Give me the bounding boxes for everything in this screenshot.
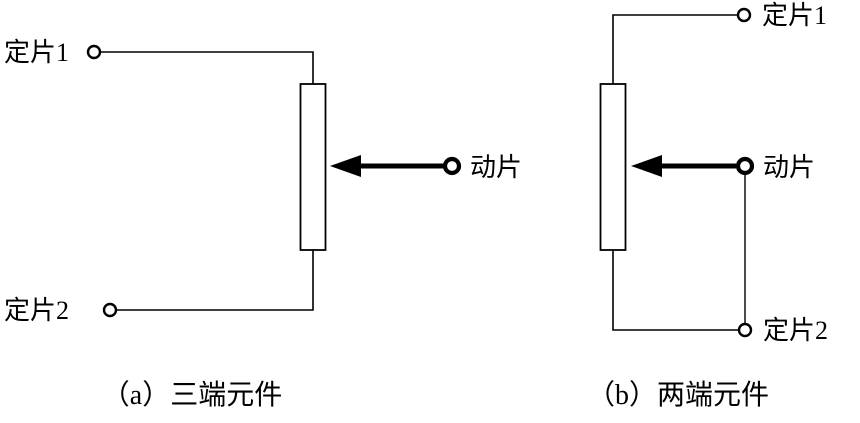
wiper-arrow-head-a: [330, 155, 361, 177]
wire-bottom-a: [116, 250, 314, 311]
caption-b: （b）两端元件: [587, 379, 769, 411]
label-wiper-b: 动片: [763, 153, 815, 182]
label-wiper-a: 动片: [470, 153, 522, 182]
label-fixed2-b: 定片2: [763, 316, 828, 345]
wire-top-a: [100, 51, 314, 84]
terminal-circle-wiper-b: [735, 156, 755, 176]
caption-a: （a）三端元件: [102, 379, 282, 411]
diagram-b: 定片1 动片 定片2 （b）两端元件: [587, 1, 828, 411]
wiper-arrow-head-b: [631, 155, 662, 177]
terminal-circle-fixed2-a: [102, 302, 118, 318]
diagram-a: 定片1 动片 定片2 （a）三端元件: [4, 38, 522, 411]
label-fixed1-b: 定片1: [762, 1, 827, 30]
terminal-circle-fixed2-b: [737, 322, 753, 338]
resistor-body-b: [599, 83, 627, 251]
label-fixed2-a: 定片2: [4, 296, 69, 325]
label-fixed1-a: 定片1: [4, 38, 69, 67]
terminal-circle-fixed1-a: [86, 44, 102, 60]
wire-top-b: [612, 14, 738, 84]
wire-bottom-b: [612, 250, 739, 331]
resistor-body-a: [299, 83, 327, 251]
terminal-circle-wiper-a: [442, 156, 462, 176]
terminal-circle-fixed1-b: [736, 7, 752, 23]
